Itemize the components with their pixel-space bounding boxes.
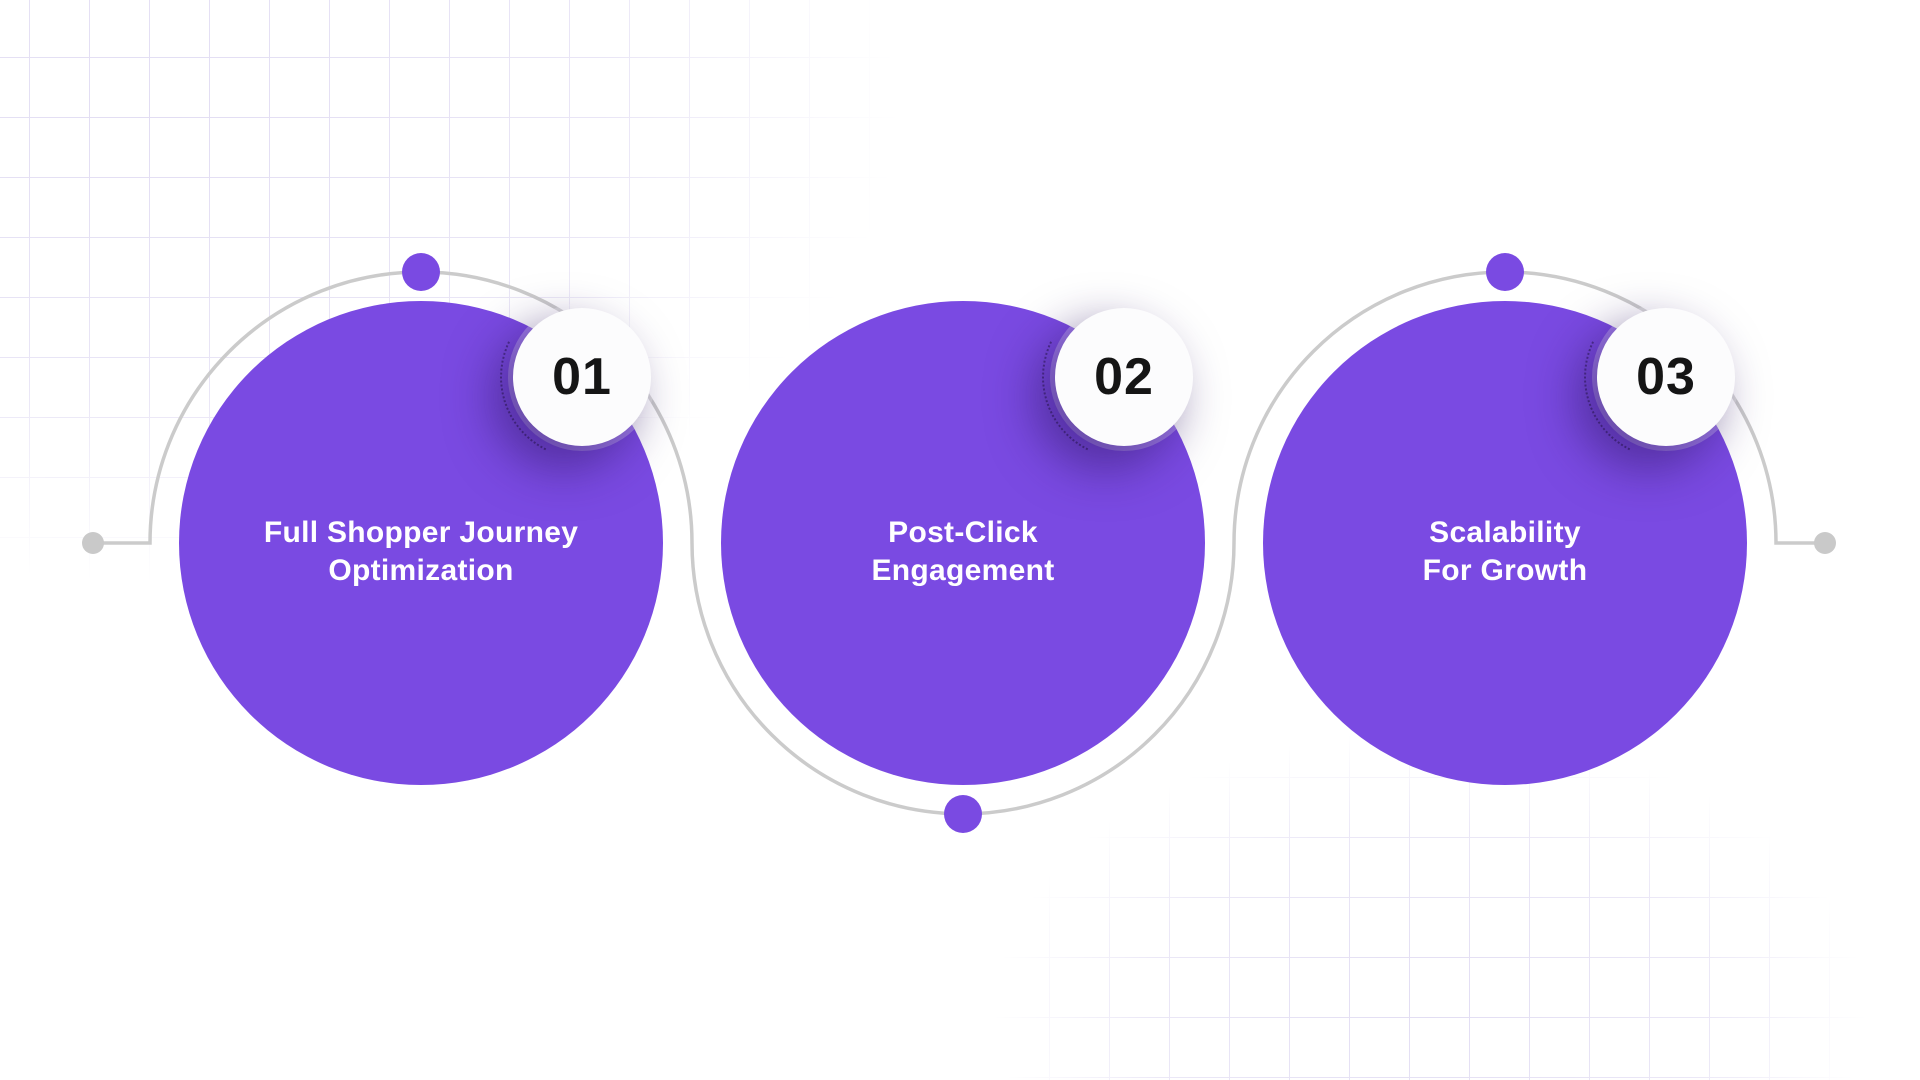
- step-dot-1: [402, 253, 440, 291]
- step-title-line-2: Optimization: [328, 554, 514, 587]
- step-title-line-2: Engagement: [871, 554, 1055, 587]
- step-title-line-1: Post-Click: [888, 516, 1038, 549]
- step-number-badge: 01: [513, 308, 651, 446]
- step-dot-2: [944, 795, 982, 833]
- step-title-line-1: Full Shopper Journey: [263, 516, 579, 549]
- step-number-badge: 03: [1597, 308, 1735, 446]
- step-3: Scalability For Growth 03: [1263, 301, 1747, 785]
- step-title: Full Shopper Journey Optimization: [179, 514, 663, 590]
- step-1: Full Shopper Journey Optimization 01: [179, 301, 663, 785]
- step-title-line-2: For Growth: [1422, 554, 1588, 587]
- step-title: Post-Click Engagement: [721, 514, 1205, 590]
- step-title-line-1: Scalability: [1429, 516, 1581, 549]
- step-number: 03: [1636, 348, 1696, 406]
- step-2: Post-Click Engagement 02: [721, 301, 1205, 785]
- step-number-badge: 02: [1055, 308, 1193, 446]
- step-title: Scalability For Growth: [1263, 514, 1747, 590]
- step-number: 02: [1094, 348, 1154, 406]
- endpoint-dot-right: [1814, 532, 1836, 554]
- step-number: 01: [552, 348, 612, 406]
- endpoint-dot-left: [82, 532, 104, 554]
- step-dot-3: [1486, 253, 1524, 291]
